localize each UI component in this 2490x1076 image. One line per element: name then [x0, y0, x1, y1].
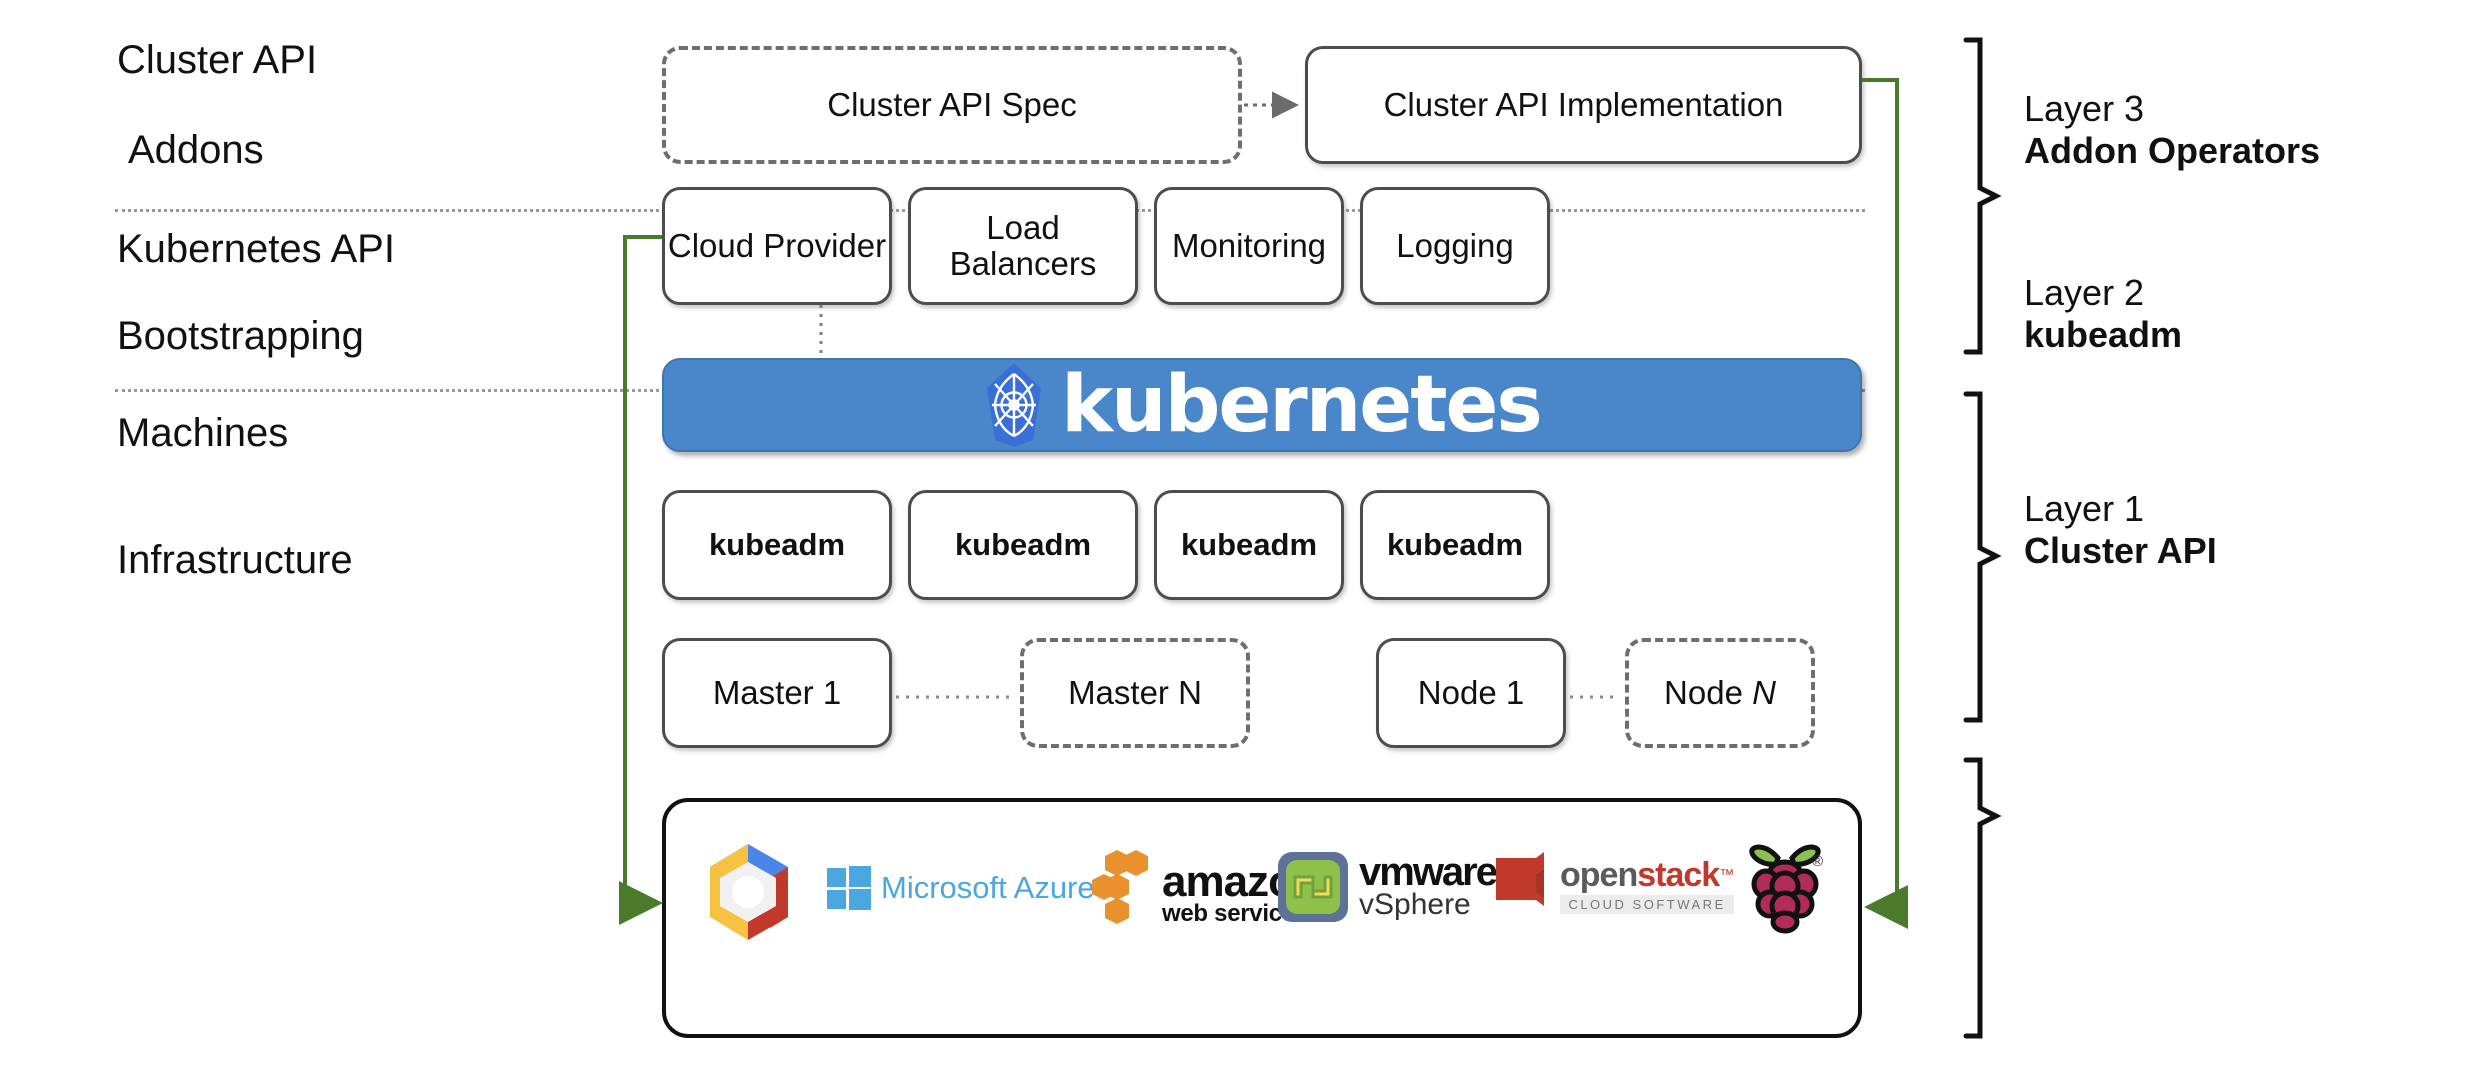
box-master-n[interactable]: Master N	[1020, 638, 1250, 748]
windows-icon	[827, 866, 871, 910]
layer-label-1: Layer 1 Cluster API	[2024, 488, 2217, 572]
row-label-kubernetes-api: Kubernetes API	[117, 227, 395, 271]
box-monitoring[interactable]: Monitoring	[1154, 187, 1344, 305]
layer-2-number: Layer 2	[2024, 272, 2145, 313]
box-label: Logging	[1396, 227, 1514, 264]
openstack-icon	[1496, 852, 1544, 906]
box-label-italic: N	[1752, 674, 1776, 711]
layer-1-name: Cluster API	[2024, 530, 2217, 571]
banner-kubernetes[interactable]: kubernetes	[662, 358, 1862, 452]
kubernetes-wordmark: kubernetes	[1061, 360, 1543, 450]
vsphere-wordmark: vSphere	[1359, 888, 1471, 921]
raspberry-pi-logo: ®	[1742, 834, 1828, 938]
layer-3-name: Addon Operators	[2024, 130, 2321, 171]
box-label: Node 1	[1417, 674, 1525, 711]
aws-cubes-icon	[1092, 850, 1148, 924]
vmware-vsphere-logo: vmware vSphere	[1277, 850, 1498, 923]
layer-label-3: Layer 3 Addon Operators	[2024, 88, 2320, 172]
box-master-1[interactable]: Master 1	[662, 638, 892, 748]
connector-green-left	[619, 235, 663, 925]
layer-1-number: Layer 1	[2024, 488, 2145, 529]
box-label: kubeadm	[1180, 527, 1318, 562]
openstack-logo: openstack™ CLOUD SOFTWARE	[1490, 848, 1735, 922]
box-kubeadm-2[interactable]: kubeadm	[908, 490, 1138, 600]
row-label-machines: Machines	[117, 411, 289, 455]
box-cluster-api-implementation[interactable]: Cluster API Implementation	[1305, 46, 1862, 164]
box-kubeadm-4[interactable]: kubeadm	[1360, 490, 1550, 600]
registered-mark: ®	[1812, 853, 1823, 870]
layer-3-number: Layer 3	[2024, 88, 2145, 129]
box-label: Cloud Provider	[667, 227, 887, 264]
connector-green-right	[1862, 78, 1908, 929]
row-label-cluster-api: Cluster API	[117, 38, 318, 82]
box-label: Master 1	[712, 674, 842, 711]
microsoft-azure-logo: Microsoft Azure	[827, 866, 1095, 910]
box-cloud-provider[interactable]: Cloud Provider	[662, 187, 892, 305]
box-label: Load Balancers	[949, 209, 1097, 282]
box-node-n[interactable]: Node N	[1625, 638, 1815, 748]
openstack-wordmark: openstack™	[1560, 856, 1735, 894]
layer-2-name: kubeadm	[2024, 314, 2183, 355]
kubernetes-helm-icon	[983, 362, 1045, 448]
box-label: Master N	[1068, 674, 1202, 711]
box-cluster-api-spec[interactable]: Cluster API Spec	[662, 46, 1242, 164]
box-kubeadm-1[interactable]: kubeadm	[662, 490, 892, 600]
box-label: Cluster API Implementation	[1383, 86, 1784, 123]
box-infrastructure[interactable]	[662, 798, 1862, 1038]
brace-layer-1	[1963, 757, 2002, 1039]
row-label-bootstrapping: Bootstrapping	[117, 314, 364, 358]
brace-layer-3	[1963, 37, 2002, 355]
google-cloud-platform-logo	[700, 840, 796, 944]
box-logging[interactable]: Logging	[1360, 187, 1550, 305]
box-label: Node N	[1664, 674, 1776, 711]
box-node-1[interactable]: Node 1	[1376, 638, 1566, 748]
box-label: kubeadm	[708, 527, 846, 562]
box-label: kubeadm	[954, 527, 1092, 562]
box-load-balancers[interactable]: Load Balancers	[908, 187, 1138, 305]
row-label-infrastructure: Infrastructure	[117, 538, 353, 582]
openstack-subtext: CLOUD SOFTWARE	[1560, 895, 1735, 914]
box-label: Cluster API Spec	[827, 86, 1077, 123]
layer-label-2: Layer 2 kubeadm	[2024, 272, 2182, 356]
vmware-wordmark: vmware	[1359, 850, 1498, 894]
box-kubeadm-3[interactable]: kubeadm	[1154, 490, 1344, 600]
row-label-addons: Addons	[128, 128, 264, 172]
vsphere-icon	[1278, 852, 1348, 922]
brace-layer-2	[1963, 391, 2002, 723]
box-label: Monitoring	[1171, 227, 1327, 264]
box-label: kubeadm	[1386, 527, 1524, 562]
azure-wordmark: Microsoft Azure	[881, 870, 1095, 905]
